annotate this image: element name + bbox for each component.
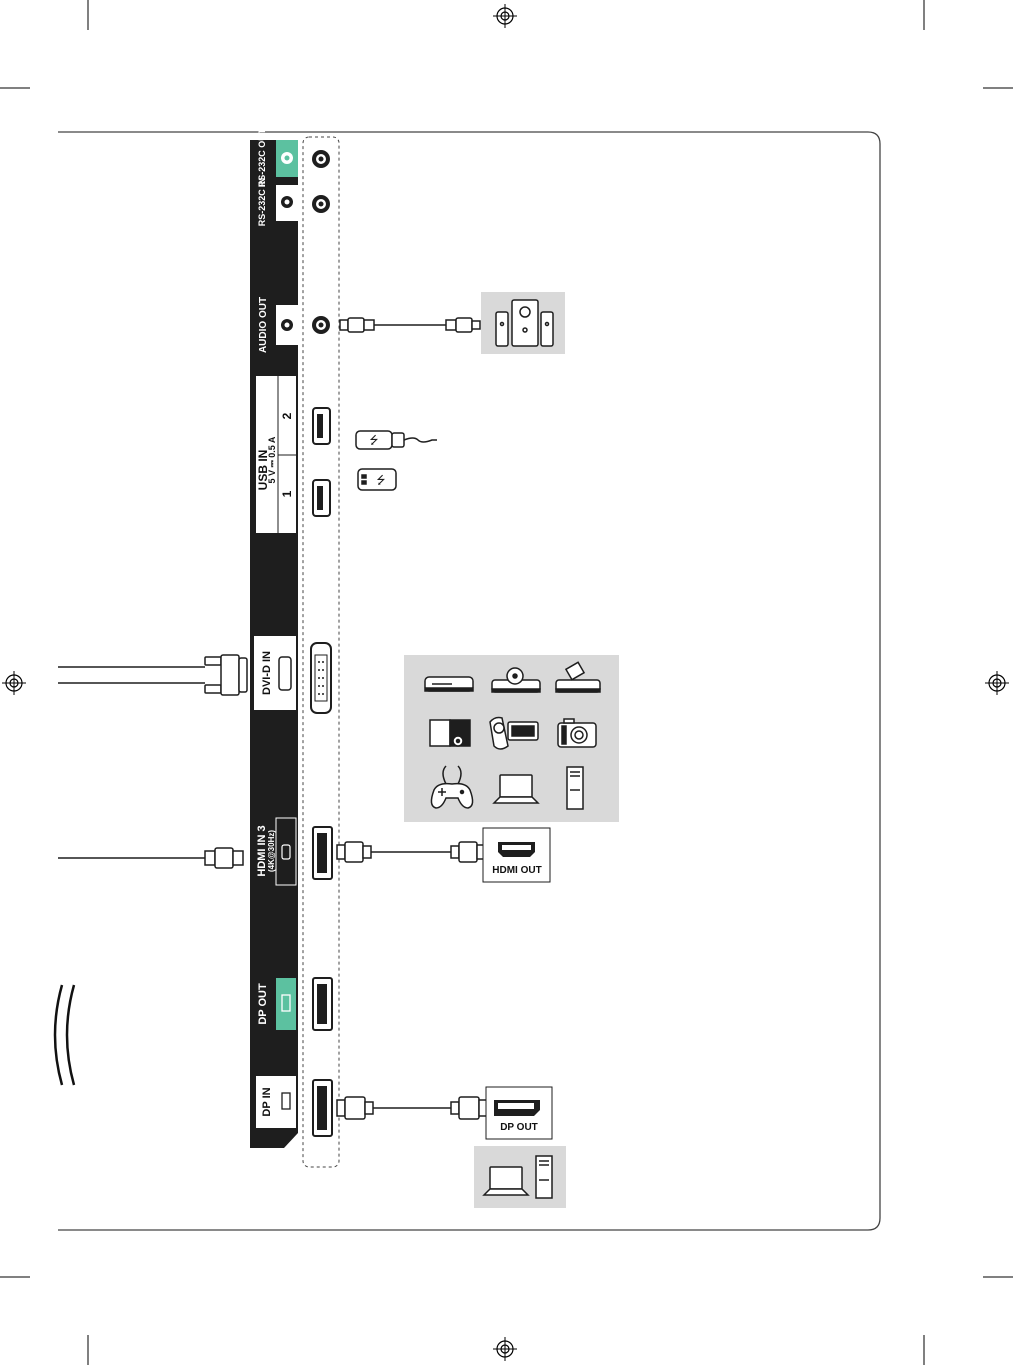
- usb-port-1[interactable]: [313, 480, 330, 516]
- rs232c-in-label: RS-232C IN: [257, 178, 267, 227]
- usb-port-1-label: 1: [280, 490, 294, 497]
- dp-cable: [337, 1097, 487, 1119]
- hdmi-cable: [337, 842, 485, 862]
- desktop-tower-icon: [567, 767, 583, 809]
- audio-out-label-box: AUDIO OUT: [258, 297, 298, 353]
- svg-text:⭍: ⭍: [376, 474, 385, 487]
- dvi-d-port[interactable]: [311, 643, 331, 713]
- dp-in-label: DP IN: [261, 1087, 273, 1116]
- audio-out-label: AUDIO OUT: [258, 297, 269, 353]
- dp-in-port[interactable]: [313, 1080, 332, 1136]
- usb-power-label: 5 V ⎓ 0.5 A: [267, 436, 277, 483]
- camera-icon: [558, 719, 596, 747]
- hdmi-out-device: HDMI OUT: [483, 828, 550, 882]
- dvi-d-in-label: DVI-D IN: [261, 651, 273, 695]
- projector-icon: [430, 720, 470, 746]
- dp-out-device: DP OUT: [486, 1087, 552, 1139]
- registration-mark-top: [493, 4, 517, 28]
- registration-mark-bottom: [493, 1337, 517, 1361]
- hdmi-out-label: HDMI OUT: [492, 865, 541, 876]
- hdmi-in-3-label-box: HDMI IN 3 (4K@30Hz): [256, 818, 296, 885]
- dp-out-device-label: DP OUT: [500, 1122, 538, 1133]
- rs232c-in-jack[interactable]: [312, 195, 330, 213]
- speakers-box: [481, 292, 565, 354]
- rs232c-out-jack[interactable]: [312, 150, 330, 168]
- svg-text:⭍: ⭍: [369, 434, 378, 447]
- laptop-icon: [484, 1167, 528, 1195]
- dvi-cable: [58, 655, 247, 695]
- hdmi-left-cable: [58, 848, 243, 868]
- dp-out-port[interactable]: [313, 978, 332, 1030]
- set-top-box-icon: [425, 677, 473, 691]
- rs232c-in-label-box: RS-232C IN: [257, 178, 298, 227]
- dp-in-label-box: DP IN: [256, 1076, 296, 1128]
- usb-cable-icon: ⭍: [356, 431, 437, 449]
- cut-wave-marks: [55, 985, 74, 1085]
- audio-out-jack[interactable]: [312, 316, 330, 334]
- usb-in-label-box: USB IN 5 V ⎓ 0.5 A 1 2: [256, 376, 296, 533]
- dp-out-label: DP OUT: [257, 983, 269, 1025]
- desktop-tower-icon: [536, 1156, 552, 1198]
- pc-box: [474, 1146, 566, 1208]
- usb-port-2-label: 2: [280, 412, 294, 419]
- hdmi-in-3-port[interactable]: [313, 827, 332, 879]
- usb-stick-icon: ⭍: [358, 469, 396, 490]
- audio-cable: [340, 318, 480, 332]
- registration-mark-left: [2, 671, 26, 695]
- registration-mark-right: [985, 671, 1009, 695]
- laptop-icon: [494, 775, 538, 803]
- dvi-d-in-label-box: DVI-D IN: [254, 636, 296, 710]
- dp-out-label-box: DP OUT: [257, 978, 296, 1030]
- source-devices-box: [404, 655, 619, 822]
- hdmi-in-3-spec: (4K@30Hz): [267, 830, 276, 872]
- usb-port-2[interactable]: [313, 408, 330, 444]
